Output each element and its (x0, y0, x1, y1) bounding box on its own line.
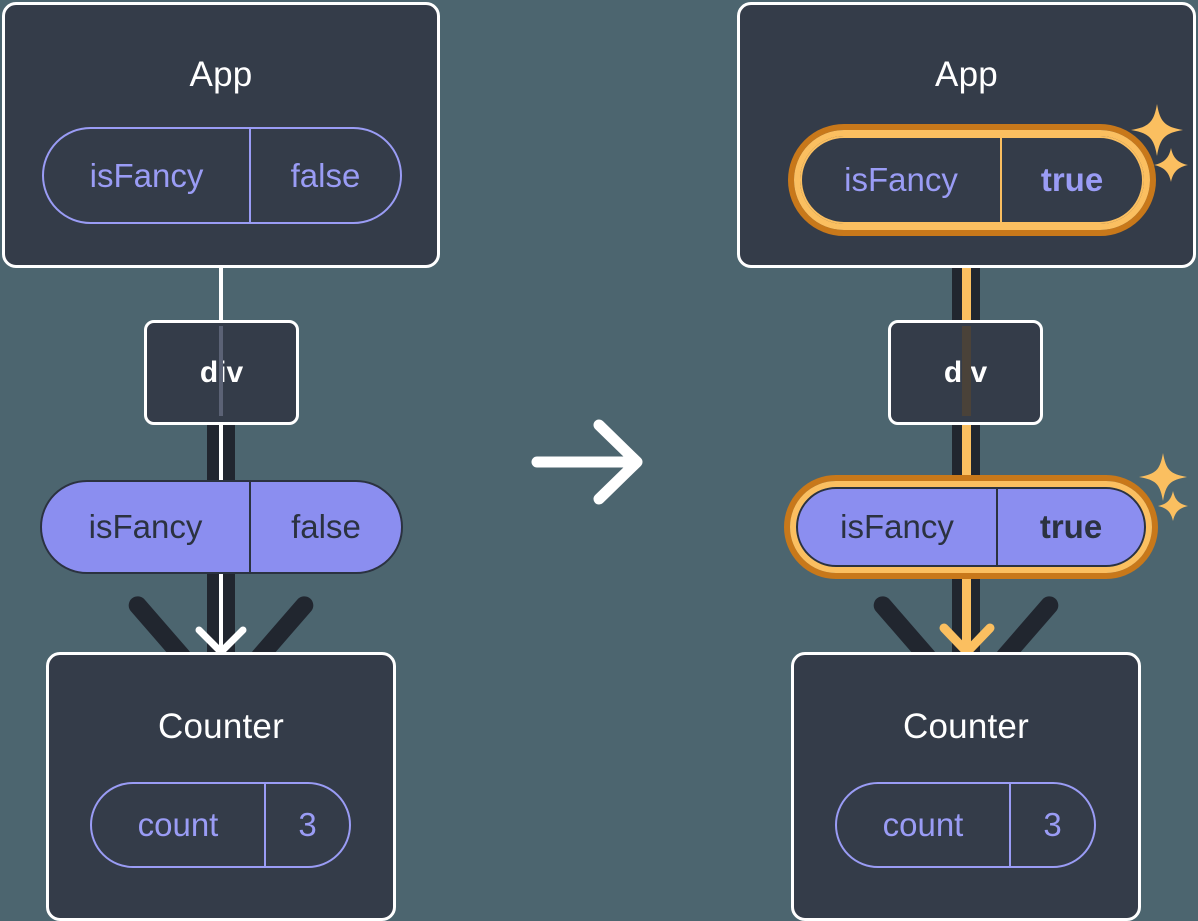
app-state-key-after: isFancy (844, 161, 958, 198)
edge-core-prop-to-counter-after (962, 570, 971, 660)
edge-stub-in-div-after (962, 326, 971, 416)
counter-state-divider-after (1009, 784, 1011, 866)
counter-state-key-after: count (882, 806, 964, 843)
counter-state-divider-before (264, 784, 266, 866)
app-title-before: App (189, 55, 253, 94)
prop-divider-before (249, 482, 251, 572)
arrow-right-icon (531, 419, 643, 505)
counter-state-key-before: count (137, 806, 219, 843)
app-state-key-before: isFancy (89, 156, 204, 194)
app-state-divider-after (1000, 138, 1002, 222)
prop-key-after: isFancy (840, 508, 954, 545)
counter-state-value-after: 3 (1043, 806, 1062, 843)
prop-divider-after (996, 489, 998, 565)
sparkle-large-icon-prop (1139, 453, 1187, 501)
prop-pill-before: isFancy false (40, 480, 403, 574)
counter-state-value-before: 3 (298, 806, 317, 843)
prop-key-before: isFancy (88, 508, 203, 545)
counter-title-after: Counter (903, 707, 1029, 746)
counter-state-pill-after: count 3 (835, 782, 1096, 868)
prop-pill-after: isFancy true (796, 487, 1146, 567)
app-state-divider-before (249, 129, 251, 222)
app-state-pill-after: isFancy true (800, 136, 1144, 224)
prop-value-after: true (1039, 508, 1103, 545)
app-state-value-after: true (1040, 161, 1104, 198)
edge-core-prop-to-counter-before (219, 570, 223, 660)
counter-state-pill-before: count 3 (90, 782, 351, 868)
edge-app-to-div-before (219, 264, 223, 324)
sparkle-large-icon-app (1131, 104, 1183, 156)
sparkle-small-icon-prop (1158, 491, 1188, 521)
sparkle-small-icon-app (1154, 148, 1188, 182)
edge-div-to-prop-core-after (962, 422, 971, 492)
app-title-after: App (935, 55, 998, 94)
prop-value-before: false (291, 508, 361, 545)
app-state-pill-before: isFancy false (42, 127, 402, 224)
edge-div-to-prop-core-before (219, 422, 223, 492)
edge-stub-in-div-before (219, 326, 223, 416)
counter-title-before: Counter (158, 707, 284, 746)
app-state-value-before: false (290, 156, 361, 194)
